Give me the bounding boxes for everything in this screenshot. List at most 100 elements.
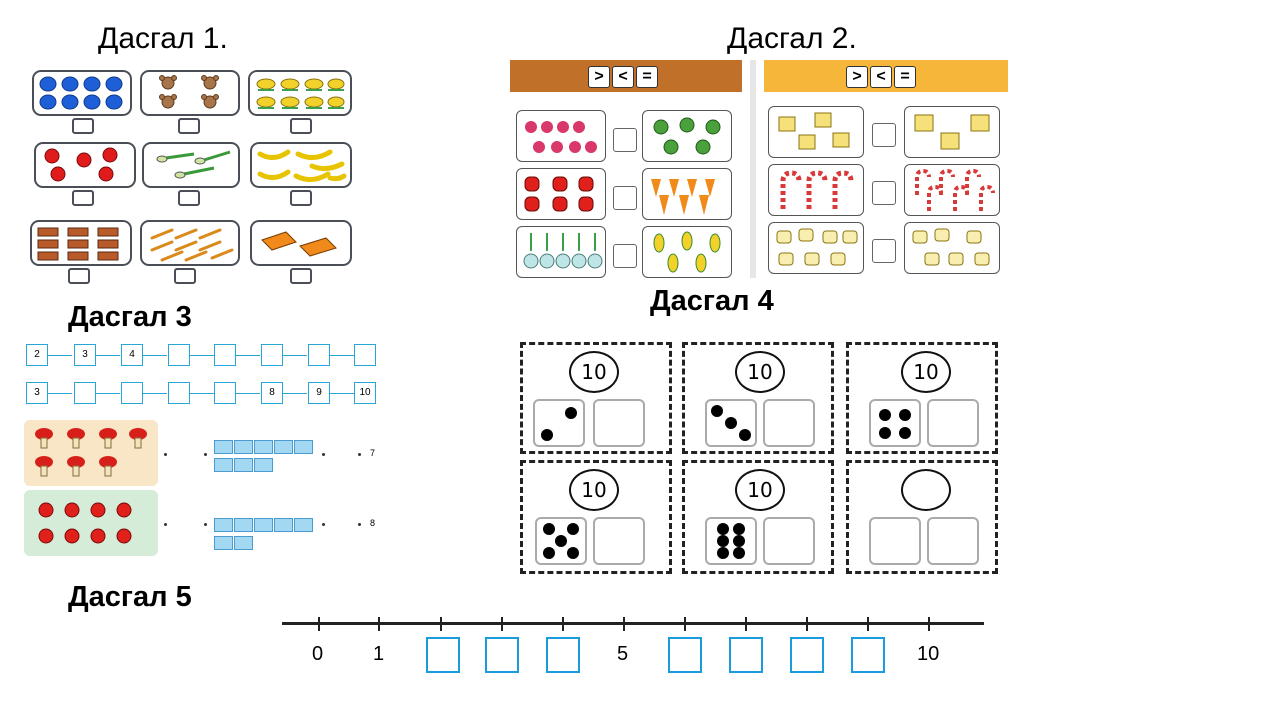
- dice-pip: [739, 429, 751, 441]
- total-circle-blank[interactable]: [901, 469, 951, 511]
- sequence-box[interactable]: [74, 382, 96, 404]
- candy-cane-icons: [780, 170, 854, 209]
- equals-sign: =: [894, 66, 916, 88]
- less-than-sign: <: [612, 66, 634, 88]
- total-circle: 10: [569, 469, 619, 511]
- answer-box[interactable]: [72, 118, 94, 134]
- radish-icons: [525, 121, 597, 153]
- exercise-3-title: Дасгал 3: [68, 301, 192, 333]
- answer-square[interactable]: [593, 399, 645, 447]
- dot: [164, 523, 167, 526]
- sequence-box[interactable]: 9: [308, 382, 330, 404]
- sequence-box[interactable]: [168, 344, 190, 366]
- sequence-box[interactable]: 3: [26, 382, 48, 404]
- count-card-bears: [140, 70, 240, 116]
- dice-pip: [717, 547, 729, 559]
- number-line-answer-box[interactable]: [668, 637, 702, 673]
- count-card-books: [250, 220, 352, 266]
- number-line-answer-box[interactable]: [729, 637, 763, 673]
- target-number: 7: [370, 448, 376, 458]
- answer-box[interactable]: [290, 190, 312, 206]
- number-line-answer-box[interactable]: [851, 637, 885, 673]
- arrow-right: [330, 355, 354, 356]
- number-line-answer-box[interactable]: [790, 637, 824, 673]
- sequence-box[interactable]: [214, 382, 236, 404]
- answer-square[interactable]: [927, 517, 979, 565]
- onion-icons: [523, 233, 603, 269]
- answer-square[interactable]: [763, 517, 815, 565]
- compare-answer-box[interactable]: [613, 186, 637, 210]
- dice-square: [705, 399, 757, 447]
- make-ten-card: 10: [846, 342, 998, 454]
- answer-box[interactable]: [72, 190, 94, 206]
- tick-mark: [684, 617, 686, 631]
- dice-pip: [899, 427, 911, 439]
- sequence-box[interactable]: [354, 344, 376, 366]
- answer-box[interactable]: [68, 268, 90, 284]
- blue-fruit-icons: [39, 76, 123, 110]
- target-number: 8: [370, 518, 376, 528]
- answer-square[interactable]: [593, 517, 645, 565]
- pepper-icons: [524, 176, 594, 212]
- answer-box[interactable]: [290, 268, 312, 284]
- dot: [358, 453, 361, 456]
- make-ten-card: 10: [520, 460, 672, 574]
- carrot-icons: [651, 179, 715, 215]
- sequence-box[interactable]: 10: [354, 382, 376, 404]
- compare-answer-box[interactable]: [872, 239, 896, 263]
- blue-block: [294, 440, 313, 454]
- blue-block: [234, 440, 253, 454]
- greater-than-sign: >: [846, 66, 868, 88]
- number-line-answer-box[interactable]: [426, 637, 460, 673]
- compare-header-left: > < =: [510, 60, 742, 92]
- compare-card-cups-left: [768, 222, 864, 274]
- sequence-box[interactable]: [261, 344, 283, 366]
- sequence-box[interactable]: [168, 382, 190, 404]
- answer-box[interactable]: [178, 118, 200, 134]
- number-line-label: 10: [917, 643, 940, 665]
- dice-pip: [541, 429, 553, 441]
- number-line-label: 1: [373, 643, 385, 665]
- number-line-answer-box[interactable]: [485, 637, 519, 673]
- compare-answer-box[interactable]: [872, 123, 896, 147]
- blue-block: [234, 518, 253, 532]
- spoon-icons: [156, 150, 231, 179]
- number-line-label: 5: [617, 643, 629, 665]
- compare-answer-box[interactable]: [872, 181, 896, 205]
- dice-pip: [733, 535, 745, 547]
- dice-pip: [543, 523, 555, 535]
- blue-block: [274, 518, 293, 532]
- compare-answer-box[interactable]: [613, 128, 637, 152]
- compare-answer-box[interactable]: [613, 244, 637, 268]
- answer-square[interactable]: [927, 399, 979, 447]
- equals-sign: =: [636, 66, 658, 88]
- answer-box[interactable]: [178, 190, 200, 206]
- answer-box[interactable]: [174, 268, 196, 284]
- sequence-box[interactable]: 4: [121, 344, 143, 366]
- answer-box[interactable]: [290, 118, 312, 134]
- candy-cane-icons: [915, 168, 995, 211]
- total-circle: 10: [901, 351, 951, 393]
- answer-square[interactable]: [763, 399, 815, 447]
- dice-square: [705, 517, 757, 565]
- gift-icons: [914, 114, 990, 150]
- compare-card-corn: [642, 226, 732, 278]
- sequence-box[interactable]: [308, 344, 330, 366]
- dot: [322, 523, 325, 526]
- arrow-right: [143, 355, 167, 356]
- sequence-box[interactable]: [214, 344, 236, 366]
- dot: [204, 453, 207, 456]
- blue-block: [214, 458, 233, 472]
- exercise-4-title: Дасгал 4: [650, 285, 774, 317]
- corn-icons: [653, 231, 721, 273]
- exercise-3-area: 2 3 4 3 8 9 10 7: [24, 340, 384, 560]
- number-line-label: 0: [312, 643, 324, 665]
- sequence-box[interactable]: [121, 382, 143, 404]
- answer-square[interactable]: [869, 517, 921, 565]
- sequence-box[interactable]: 8: [261, 382, 283, 404]
- number-line-answer-box[interactable]: [546, 637, 580, 673]
- banana-icons: [257, 149, 347, 182]
- tick-mark: [806, 617, 808, 631]
- sequence-box[interactable]: 3: [74, 344, 96, 366]
- sequence-box[interactable]: 2: [26, 344, 48, 366]
